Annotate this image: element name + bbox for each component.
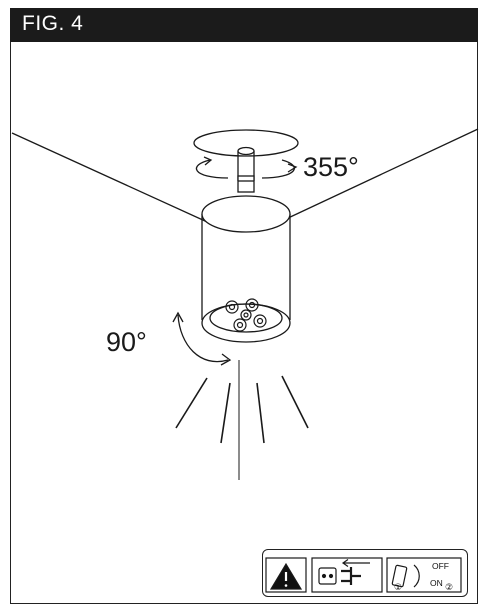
tilt-arrow [177, 314, 229, 363]
figure-title: FIG. 4 [22, 12, 84, 35]
rotation-arrow-right [261, 159, 295, 179]
plug-icon [341, 567, 361, 585]
light-beams [175, 375, 309, 444]
lamp-top [201, 195, 291, 233]
ceiling-plate [193, 129, 299, 157]
switch-off-label: OFF [432, 561, 449, 571]
ceiling-line-right [285, 128, 479, 220]
rotation-angle-label: 355° [303, 152, 359, 182]
lamp-cylinder [201, 214, 291, 320]
switch-on-label: ON [430, 578, 443, 588]
tilt-angle-label: 90° [106, 327, 147, 357]
stem-joint [237, 175, 255, 193]
stem-top [237, 146, 255, 156]
figure-header [10, 8, 478, 42]
step-1-marker: ① [394, 583, 403, 593]
ceiling-line-left [11, 132, 217, 227]
led-cluster [225, 298, 267, 332]
socket-icon [318, 567, 337, 585]
switch-arrow-icon [413, 564, 420, 588]
rotation-arrow-left [195, 159, 229, 179]
unplug-arrow-icon [341, 559, 370, 567]
step-2-marker: ② [445, 583, 454, 593]
rocker-switch-icon [391, 564, 408, 588]
